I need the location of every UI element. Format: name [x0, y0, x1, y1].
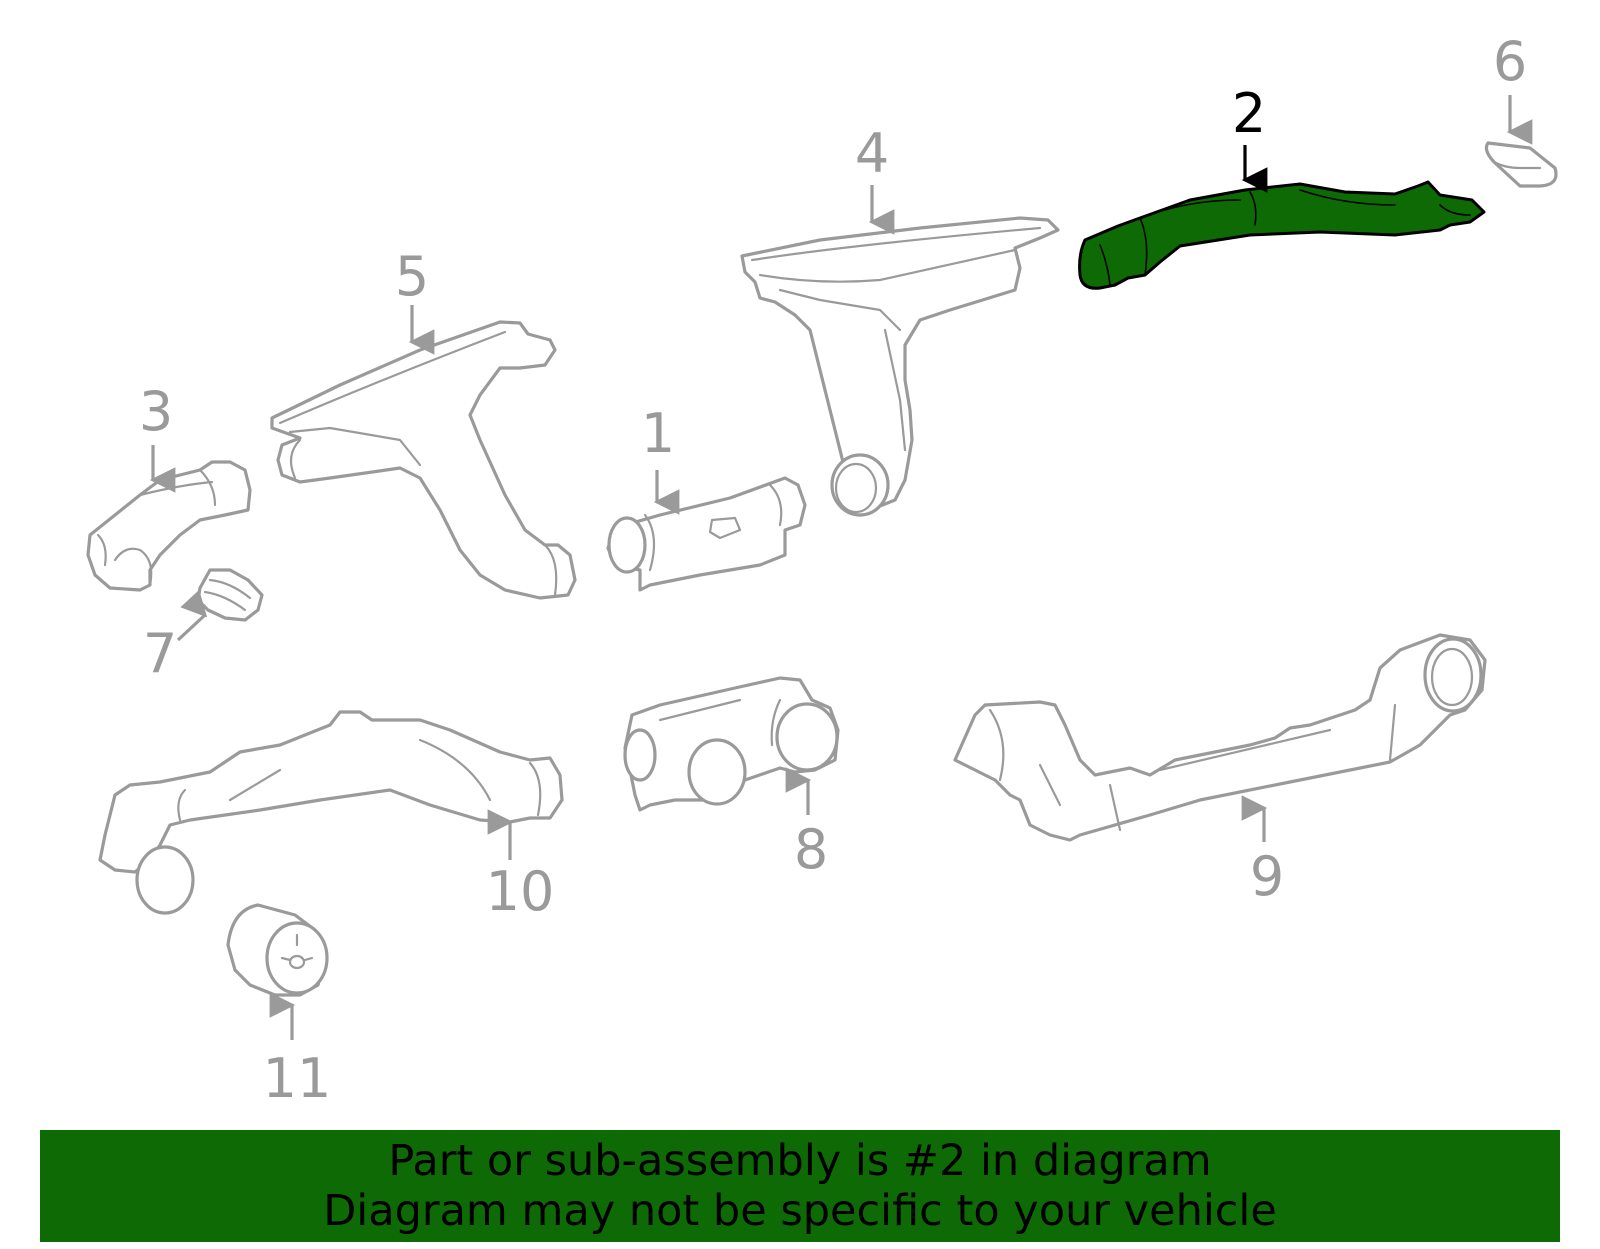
callout-1: 1	[641, 402, 675, 465]
part-1-duct[interactable]	[606, 476, 807, 592]
part-8-duct[interactable]	[623, 676, 840, 812]
callout-7: 7	[143, 622, 177, 685]
callout-11: 11	[263, 1047, 332, 1110]
info-banner: Part or sub-assembly is #2 in diagram Di…	[40, 1130, 1560, 1242]
callout-4: 4	[855, 122, 889, 185]
part-9-duct[interactable]	[953, 633, 1487, 842]
callout-6: 6	[1493, 30, 1527, 93]
part-10-duct[interactable]	[98, 710, 564, 915]
callout-5: 5	[395, 245, 429, 308]
part-7-clip[interactable]	[196, 568, 264, 622]
part-2-duct[interactable]	[1078, 180, 1486, 290]
callout-2: 2	[1232, 82, 1266, 145]
part-6-cap[interactable]	[1484, 141, 1558, 188]
banner-line-1: Part or sub-assembly is #2 in diagram	[388, 1136, 1212, 1186]
callout-8: 8	[794, 818, 828, 881]
part-4-duct[interactable]	[740, 216, 1060, 517]
banner-line-2: Diagram may not be specific to your vehi…	[323, 1186, 1277, 1236]
callout-9: 9	[1250, 845, 1284, 908]
part-5-duct[interactable]	[270, 320, 577, 600]
parts-diagram: 1 2 3 4 5 6 7 8 9 10 11	[86, 30, 1558, 1110]
callout-10: 10	[486, 860, 555, 923]
callout-3: 3	[139, 380, 173, 443]
arrow-7	[176, 589, 208, 642]
part-11-outlet[interactable]	[226, 903, 329, 997]
